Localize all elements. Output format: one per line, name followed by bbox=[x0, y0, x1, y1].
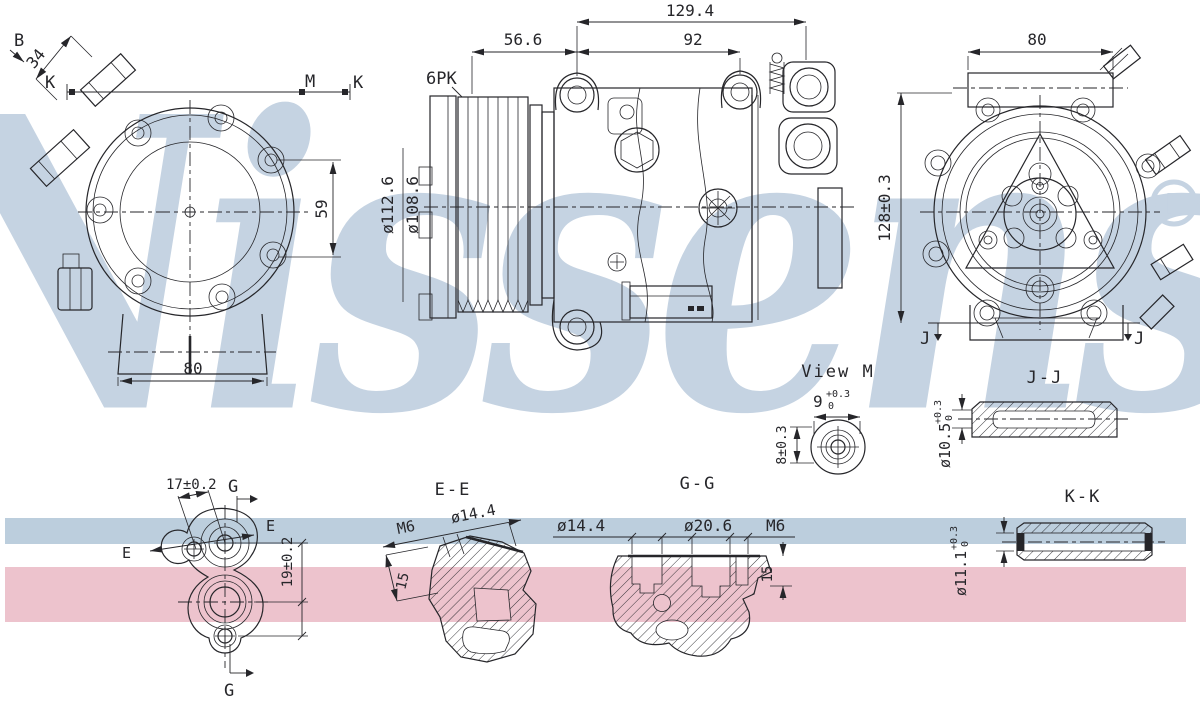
pulley bbox=[457, 96, 529, 314]
dim-9-tol-plus: +0.3 bbox=[826, 389, 850, 400]
dim-128: 128±0.3 bbox=[875, 174, 894, 241]
label-b: B bbox=[14, 31, 24, 51]
jj-title: J-J bbox=[1027, 368, 1064, 388]
side-view: 6PK ø112.6 ø108.6 56.6 92 129.4 bbox=[378, 1, 854, 351]
kk-tol-zero: 0 bbox=[960, 541, 971, 547]
bracket-dim-ticks bbox=[297, 538, 307, 641]
jj-tol-zero: 0 bbox=[944, 415, 955, 421]
label-j-left: J bbox=[920, 329, 930, 349]
front-fitting-left bbox=[29, 128, 91, 188]
registered-icon: R bbox=[1150, 179, 1198, 227]
ee-title: E-E bbox=[435, 480, 472, 500]
gg-title: G-G bbox=[680, 474, 717, 494]
dim-56-6: 56.6 bbox=[504, 30, 543, 49]
gg-dim-15: 15 bbox=[760, 566, 776, 583]
kk-title: K-K bbox=[1065, 487, 1102, 507]
label-j-right: J bbox=[1134, 329, 1144, 349]
front-view: B 34 K M K 59 80 bbox=[9, 31, 364, 386]
rear-view: J J 80 128±0.3 bbox=[875, 30, 1194, 349]
pink-band bbox=[5, 567, 1186, 622]
kk-tol-plus: +0.3 bbox=[949, 526, 960, 550]
spring-stud bbox=[768, 52, 786, 94]
dim-92: 92 bbox=[683, 30, 702, 49]
section-gg: G-G ø14.4 ø20.6 M6 15 bbox=[553, 474, 795, 657]
dim-19: 19±0.2 bbox=[280, 537, 296, 588]
label-m: M bbox=[305, 72, 315, 92]
dim-dia-112: ø112.6 bbox=[378, 176, 397, 234]
ee-dim-15: 15 bbox=[393, 571, 412, 591]
bracket-detail: E E 17±0.2 G G 19±0.2 bbox=[122, 477, 308, 701]
label-k-right: K bbox=[353, 73, 364, 93]
rear-hub-holes bbox=[978, 162, 1103, 304]
label-k-left: K bbox=[45, 73, 56, 93]
hub-spokes bbox=[701, 191, 735, 225]
dim-59: 59 bbox=[312, 199, 331, 218]
view-m-detail: View M 9 +0.3 0 8±0.3 bbox=[775, 362, 874, 475]
ee-m6: M6 bbox=[395, 517, 416, 538]
label-g-bottom: G bbox=[224, 681, 234, 701]
label-g-top: G bbox=[228, 477, 238, 497]
dim-80-front: 80 bbox=[183, 359, 202, 378]
kk-diameter-label: ø11.1 +0.3 0 bbox=[949, 526, 971, 596]
section-jj: J-J ø10.5 +0.3 0 bbox=[933, 368, 1132, 468]
view-m-title: View M bbox=[801, 362, 874, 382]
label-e-left: E bbox=[122, 544, 131, 562]
kk-dia: ø11.1 bbox=[952, 551, 970, 596]
dim-80-rear: 80 bbox=[1027, 30, 1046, 49]
section-ee: E-E M6 ø14.4 15 bbox=[382, 480, 537, 663]
gg-m6: M6 bbox=[766, 516, 785, 535]
label-6pk: 6PK bbox=[426, 69, 457, 89]
dim-dia-108: ø108.6 bbox=[403, 176, 422, 234]
front-fitting-top bbox=[79, 52, 137, 108]
dim-9-tol-zero: 0 bbox=[828, 401, 834, 412]
dim-8: 8±0.3 bbox=[775, 425, 790, 464]
section-kk: K-K ø11.1 +0.3 0 bbox=[949, 487, 1165, 596]
registered-letter: R bbox=[1166, 187, 1183, 220]
jj-diameter-label: ø10.5 +0.3 0 bbox=[933, 400, 955, 468]
gg-dia-20-6: ø20.6 bbox=[684, 516, 732, 535]
label-e-right: E bbox=[266, 517, 275, 535]
jj-dia: ø10.5 bbox=[936, 423, 954, 468]
jj-tol-plus: +0.3 bbox=[933, 400, 944, 424]
gg-dia-14-4: ø14.4 bbox=[557, 516, 605, 535]
dim-129-4: 129.4 bbox=[666, 1, 714, 20]
dim-9: 9 bbox=[813, 392, 823, 411]
dim-17: 17±0.2 bbox=[166, 477, 217, 493]
